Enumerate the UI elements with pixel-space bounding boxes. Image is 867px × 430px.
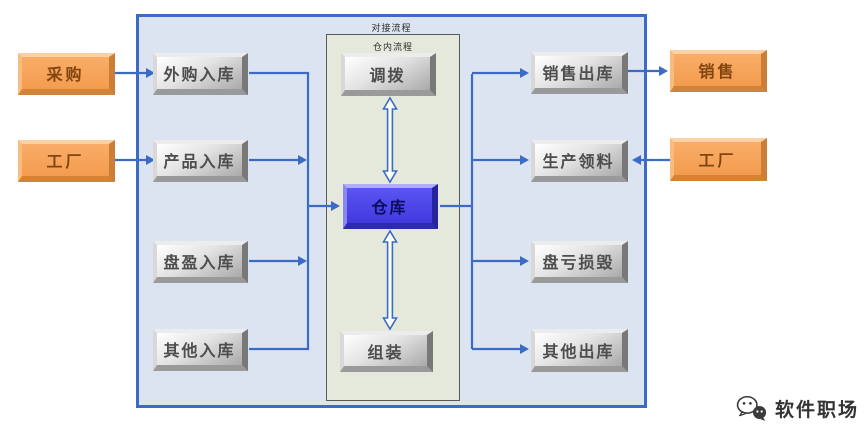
node-label: 其他出库 bbox=[542, 343, 615, 361]
node-label: 盘盈入库 bbox=[163, 255, 236, 272]
node-label: 销售出库 bbox=[542, 66, 615, 83]
node-label: 生产领料 bbox=[542, 154, 615, 171]
node-label: 组装 bbox=[367, 344, 404, 362]
node-factory-right: 工厂 bbox=[670, 138, 767, 181]
node-label: 采购 bbox=[46, 67, 85, 84]
node-surplus-inbound: 盘盈入库 bbox=[153, 241, 248, 283]
node-loss-damage: 盘亏损毁 bbox=[531, 241, 628, 283]
node-label: 其他入库 bbox=[163, 343, 236, 360]
warehouse-process-label: 仓内流程 bbox=[372, 42, 413, 52]
node-other-outbound: 其他出库 bbox=[531, 329, 628, 372]
node-label: 仓库 bbox=[371, 199, 408, 217]
node-transfer: 调拨 bbox=[341, 53, 436, 96]
node-label: 调拨 bbox=[369, 67, 406, 85]
node-label: 产品入库 bbox=[163, 154, 236, 171]
arrowhead-into-sales bbox=[659, 66, 668, 76]
node-label: 盘亏损毁 bbox=[542, 255, 615, 272]
node-purchase-inbound: 外购入库 bbox=[153, 53, 248, 95]
docking-process-label: 对接流程 bbox=[371, 23, 412, 33]
node-sales: 销售 bbox=[670, 50, 767, 92]
node-procurement: 采购 bbox=[18, 53, 115, 95]
node-label: 工厂 bbox=[46, 154, 85, 171]
node-production-picking: 生产领料 bbox=[531, 140, 628, 182]
node-label: 销售 bbox=[698, 64, 737, 81]
wechat-logo-icon bbox=[736, 395, 767, 421]
node-label: 外购入库 bbox=[163, 67, 236, 84]
node-product-inbound: 产品入库 bbox=[153, 140, 248, 182]
watermark-text: 软件职场 bbox=[774, 400, 859, 421]
node-factory-left: 工厂 bbox=[18, 140, 115, 182]
node-other-inbound: 其他入库 bbox=[153, 329, 248, 371]
node-label: 工厂 bbox=[698, 152, 737, 170]
node-warehouse-hub: 仓库 bbox=[343, 184, 438, 229]
node-sales-outbound: 销售出库 bbox=[531, 52, 628, 94]
watermark: 软件职场 bbox=[736, 395, 859, 422]
node-assembly: 组装 bbox=[340, 331, 433, 372]
